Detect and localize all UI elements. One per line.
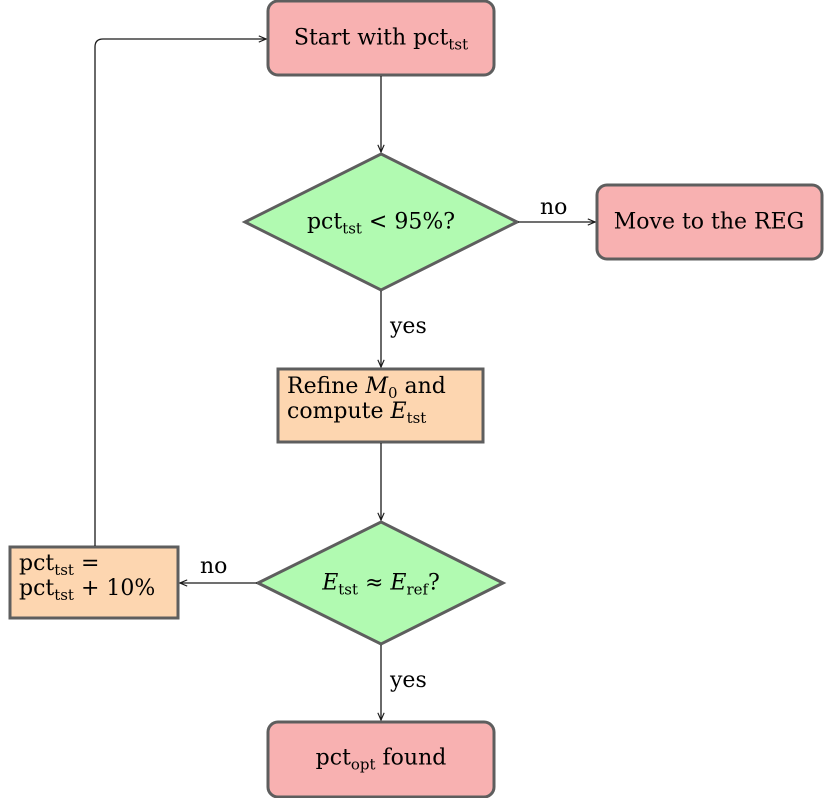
pct-check-decision-shape [241,152,521,292]
move-to-reg-node-shape [595,183,824,261]
start-node-label: Start with pcttst [293,25,469,54]
pct-check-label: pcttst < 95%? [306,209,456,238]
edge-increment-loop-to-start [94,39,266,546]
energy-check-decision-shape [254,520,507,646]
refine-process-shape [276,367,485,444]
edge-label-e-no: no [200,554,228,579]
increment-process-shape [8,545,180,620]
refine-line-2: compute Etst [287,399,427,428]
move-to-reg-label: Move to the REG [613,209,805,235]
refine-line-1: Refine M0 and [287,374,446,403]
increment-line-2: pcttst + 10% [19,576,156,605]
edge-label-pct-yes: yes [390,314,427,339]
increment-line-1: pcttst = [19,551,100,580]
start-node-shape [266,0,496,77]
edge-label-pct-no: no [540,195,568,220]
found-node-label: pctopt found [315,745,447,774]
increment-process-label: pcttst = pcttst + 10% [19,551,156,605]
refine-process-label: Refine M0 and compute Etst [287,374,446,428]
found-node-shape [266,720,496,798]
energy-check-label: Etst ≈ Eref? [322,570,440,599]
edge-label-e-yes: yes [390,668,427,693]
